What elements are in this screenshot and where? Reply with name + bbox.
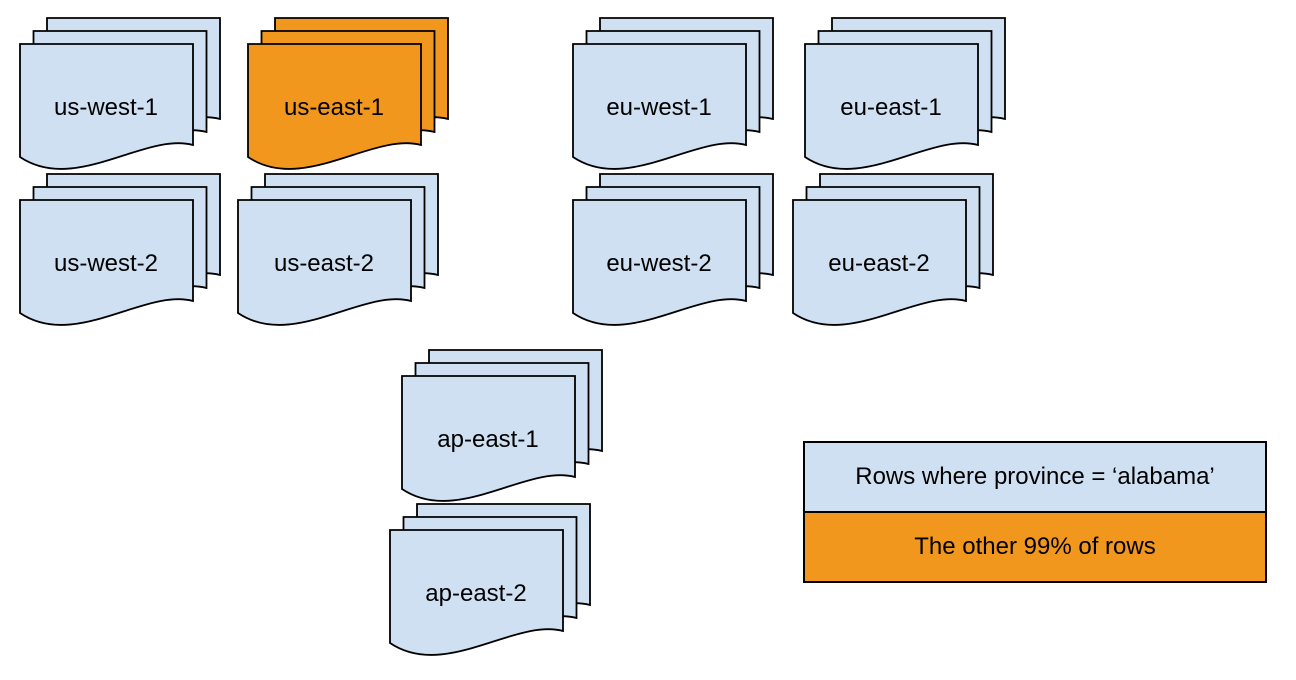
doc-stack-us-west-2: us-west-2 (18, 172, 226, 326)
region-label-us-east-1: us-east-1 (283, 94, 385, 121)
legend-label-other-rows: The other 99% of rows (914, 533, 1156, 560)
region-label-ap-east-2: ap-east-2 (425, 580, 527, 607)
doc-stack-eu-west-2: eu-west-2 (571, 172, 779, 326)
doc-stack-ap-east-2: ap-east-2 (388, 502, 596, 656)
legend: Rows where province = ‘alabama’ The othe… (803, 441, 1267, 583)
region-label-eu-east-2: eu-east-2 (828, 250, 930, 277)
doc-stack-eu-east-2: eu-east-2 (791, 172, 999, 326)
doc-stack-eu-west-1: eu-west-1 (571, 16, 779, 170)
doc-stack-ap-east-1: ap-east-1 (400, 348, 608, 502)
legend-item-alabama-rows: Rows where province = ‘alabama’ (805, 443, 1265, 511)
region-label-us-east-2: us-east-2 (273, 250, 375, 277)
region-label-us-west-2: us-west-2 (53, 250, 159, 277)
legend-item-other-rows: The other 99% of rows (805, 511, 1265, 581)
region-label-eu-west-1: eu-west-1 (606, 94, 712, 121)
region-label-ap-east-1: ap-east-1 (437, 426, 539, 453)
doc-stack-us-east-1: us-east-1 (246, 16, 454, 170)
doc-stack-eu-east-1: eu-east-1 (803, 16, 1011, 170)
doc-stack-us-west-1: us-west-1 (18, 16, 226, 170)
region-label-eu-west-2: eu-west-2 (606, 250, 712, 277)
legend-label-alabama-rows: Rows where province = ‘alabama’ (855, 463, 1215, 490)
region-label-eu-east-1: eu-east-1 (840, 94, 942, 121)
region-label-us-west-1: us-west-1 (53, 94, 159, 121)
doc-stack-us-east-2: us-east-2 (236, 172, 444, 326)
